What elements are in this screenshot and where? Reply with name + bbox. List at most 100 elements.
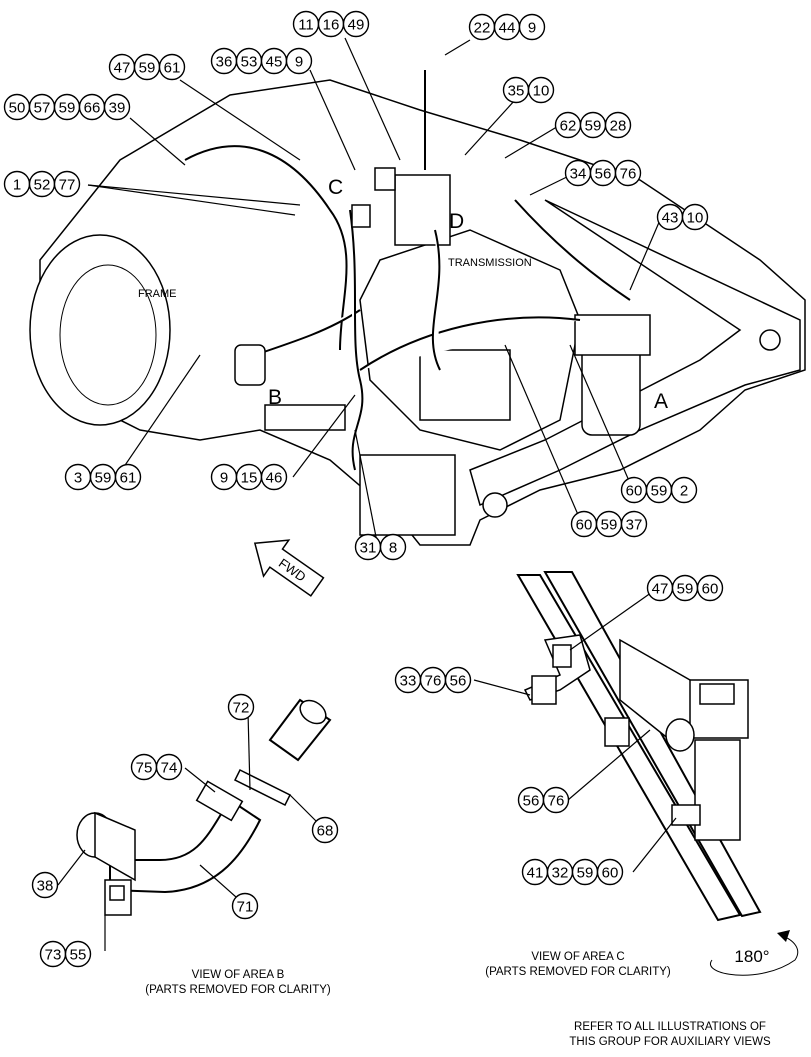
callout-number: 3	[74, 470, 82, 487]
callout-number: 9	[528, 20, 536, 37]
view-area-b-illustration	[76, 698, 332, 916]
transmission-label: TRANSMISSION	[448, 257, 532, 269]
callout-number: 50	[9, 100, 26, 117]
callout-number: 59	[677, 581, 694, 598]
callout-number: 68	[317, 823, 334, 840]
hose-72-end	[299, 699, 327, 725]
area-b-label: B	[268, 386, 282, 409]
valve-block	[419, 349, 511, 421]
hose-transmission-right	[514, 199, 631, 301]
callout-number: 71	[237, 899, 254, 916]
callout-number: 60	[626, 483, 643, 500]
callout-number: 52	[34, 177, 51, 194]
callout-circle	[158, 53, 186, 81]
callout-number: 49	[348, 17, 365, 34]
callout-number: 59	[585, 118, 602, 135]
callout-circle	[114, 463, 142, 491]
callout-number: 46	[266, 470, 283, 487]
callout-number: 11	[298, 17, 314, 34]
callout-number: 47	[652, 581, 669, 598]
frame-rail-hole-right	[759, 329, 781, 351]
callout-group-g20: 68	[311, 816, 339, 844]
callout-number: 77	[59, 177, 76, 194]
callout-circle	[231, 892, 259, 920]
callout-group-g15: 31 8	[354, 533, 407, 561]
fitting-top	[374, 167, 396, 191]
callout-number: 35	[508, 83, 525, 100]
callout-number: 59	[651, 483, 668, 500]
callout-circle	[542, 786, 570, 814]
callout-number: 60	[576, 517, 593, 534]
bolt-c-56	[604, 717, 630, 747]
callout-number: 61	[164, 60, 181, 77]
main-assembly-illustration: C D B A FRAME TRANSMISSION	[29, 70, 806, 546]
lower-plate	[359, 454, 456, 536]
callout-number: 56	[595, 166, 612, 183]
callout-number: 1	[13, 177, 21, 194]
callout-group-g14: 60 59 37	[570, 510, 648, 538]
callout-number: 43	[662, 210, 679, 227]
frame-housing	[29, 234, 171, 426]
callout-number: 59	[95, 470, 112, 487]
callout-number: 61	[120, 470, 137, 487]
callout-circle	[604, 111, 632, 139]
callout-number: 76	[548, 793, 565, 810]
callout-number: 59	[59, 100, 76, 117]
callout-circle	[53, 170, 81, 198]
frame-rail-hole	[482, 492, 508, 518]
callout-number: 38	[37, 878, 54, 895]
callout-circle	[670, 476, 698, 504]
callout-number: 74	[161, 760, 178, 777]
clamp-left	[234, 344, 266, 386]
callout-circle	[614, 159, 642, 187]
view-b-caption-line2: (PARTS REMOVED FOR CLARITY)	[145, 984, 331, 996]
callout-number: 31	[360, 540, 377, 557]
callout-number: 56	[523, 793, 540, 810]
callout-circle	[342, 10, 370, 38]
callout-circle	[444, 666, 472, 694]
callout-number: 56	[450, 673, 467, 690]
callout-number: 8	[389, 540, 397, 557]
callout-group-g10: 43 10	[656, 203, 709, 231]
callout-circle	[103, 93, 131, 121]
callout-circle	[527, 76, 555, 104]
callout-number: 45	[266, 54, 283, 71]
callout-number: 59	[577, 865, 594, 882]
callout-number: 59	[139, 60, 156, 77]
area-c-label: C	[328, 176, 343, 199]
area-d-label: D	[449, 210, 464, 233]
callout-number: 72	[233, 700, 250, 717]
callout-circle	[379, 533, 407, 561]
callout-group-g2: 11 16 49	[292, 10, 370, 38]
forward-arrow: FWD	[253, 539, 325, 597]
lower-bracket	[671, 804, 701, 826]
callout-number: 66	[84, 100, 101, 117]
callout-number: 37	[626, 517, 643, 534]
callout-circle	[260, 463, 288, 491]
hose-71-elbow	[109, 798, 262, 894]
callout-circle	[155, 753, 183, 781]
callout-number: 47	[114, 60, 131, 77]
refer-note-line2: THIS GROUP FOR AUXILIARY VIEWS	[569, 1036, 771, 1048]
callout-number: 36	[216, 54, 233, 71]
callout-number: 59	[601, 517, 618, 534]
callout-number: 55	[70, 947, 87, 964]
callout-number: 10	[687, 210, 704, 227]
callout-circle	[696, 574, 724, 602]
frame-label: FRAME	[138, 288, 177, 300]
bolt-c-33	[531, 675, 557, 705]
callout-number: 16	[323, 17, 340, 34]
callout-number: 44	[499, 20, 516, 37]
callout-number: 2	[680, 483, 688, 500]
callout-group-g24: 56 76	[517, 786, 570, 814]
callout-circle	[285, 47, 313, 75]
callout-number: 57	[34, 100, 51, 117]
